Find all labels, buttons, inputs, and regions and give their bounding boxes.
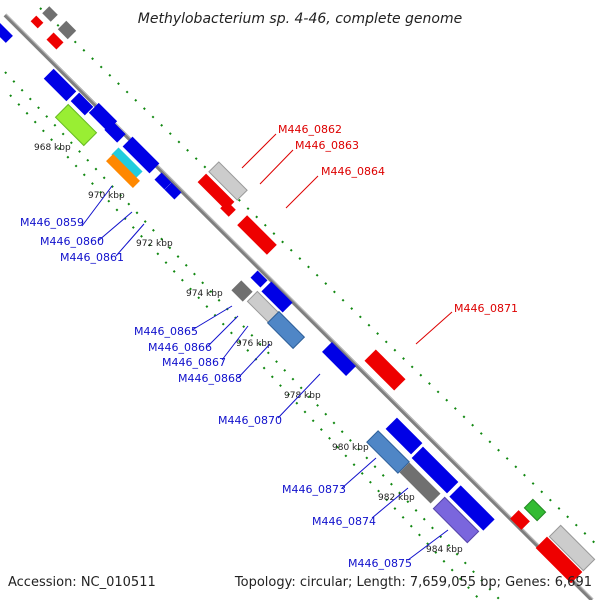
kbp-label: 978 kbp bbox=[284, 391, 321, 401]
leader-line bbox=[237, 343, 271, 379]
gene-label[interactable]: M446_0864 bbox=[321, 165, 385, 178]
gene-feature[interactable] bbox=[88, 102, 118, 132]
leader-line bbox=[341, 457, 377, 489]
kbp-label: 976 kbp bbox=[236, 339, 273, 349]
gene-label[interactable]: M446_0874 bbox=[312, 515, 376, 528]
gene-feature[interactable] bbox=[46, 32, 64, 50]
gene-feature[interactable] bbox=[535, 536, 583, 584]
feature-group-0862 bbox=[197, 161, 277, 255]
gene-feature[interactable] bbox=[366, 430, 410, 474]
gene-feature[interactable] bbox=[250, 270, 268, 288]
leader-line bbox=[371, 487, 409, 519]
leader-line bbox=[207, 315, 239, 347]
gene-label[interactable]: M446_0868 bbox=[178, 372, 242, 385]
kbp-label: 980 kbp bbox=[332, 443, 369, 453]
map-title: Methylobacterium sp. 4-46, complete geno… bbox=[138, 11, 462, 27]
kbp-label: 968 kbp bbox=[34, 143, 71, 153]
leader-line bbox=[221, 325, 249, 361]
gene-feature[interactable] bbox=[237, 215, 277, 255]
gene-label[interactable]: M446_0873 bbox=[282, 483, 346, 496]
gene-label[interactable]: M446_0860 bbox=[40, 235, 104, 248]
feature-group-left bbox=[43, 68, 182, 200]
leader-line bbox=[241, 133, 277, 169]
gene-feature[interactable] bbox=[364, 349, 406, 391]
feature-group-top bbox=[0, 6, 77, 50]
gene-feature[interactable] bbox=[523, 498, 547, 522]
gene-label[interactable]: M446_0875 bbox=[348, 557, 412, 570]
gene-label[interactable]: M446_0871 bbox=[454, 302, 518, 315]
leader-line bbox=[277, 373, 321, 419]
gene-feature[interactable] bbox=[57, 20, 77, 40]
gene-feature[interactable] bbox=[164, 182, 182, 200]
gene-label[interactable]: M446_0870 bbox=[218, 414, 282, 427]
gene-feature[interactable] bbox=[122, 136, 160, 174]
gene-feature[interactable] bbox=[197, 173, 235, 211]
gene-feature[interactable] bbox=[106, 154, 140, 188]
gene-label[interactable]: M446_0859 bbox=[20, 216, 84, 229]
gene-feature[interactable] bbox=[510, 510, 530, 530]
leader-line bbox=[191, 305, 233, 331]
tick-track-inner bbox=[4, 71, 501, 600]
leader-line bbox=[97, 211, 133, 242]
gene-feature[interactable] bbox=[43, 68, 77, 102]
gene-feature[interactable] bbox=[54, 103, 98, 147]
leader-line bbox=[81, 185, 113, 227]
feature-group-lower bbox=[366, 417, 596, 584]
gene-feature[interactable] bbox=[111, 147, 143, 179]
gene-labels-blue: M446_0859 M446_0860 M446_0861 M446_0865 … bbox=[20, 185, 449, 570]
gene-feature[interactable] bbox=[432, 496, 480, 544]
leader-line bbox=[115, 223, 145, 257]
tick-tracks bbox=[4, 7, 600, 600]
gene-feature[interactable] bbox=[385, 417, 423, 455]
gene-labels-red: M446_0862 M446_0863 M446_0864 M446_0871 bbox=[241, 123, 518, 345]
kbp-label: 974 kbp bbox=[186, 289, 223, 299]
gene-label[interactable]: M446_0861 bbox=[60, 251, 124, 264]
topology-text: Topology: circular; Length: 7,659,055 bp… bbox=[234, 575, 592, 590]
gene-feature[interactable] bbox=[449, 485, 495, 531]
gene-label[interactable]: M446_0862 bbox=[278, 123, 342, 136]
gene-feature[interactable] bbox=[548, 524, 596, 572]
tick-track-outer bbox=[39, 7, 600, 549]
gene-feature[interactable] bbox=[42, 6, 58, 22]
gene-feature[interactable] bbox=[220, 201, 236, 217]
leader-line bbox=[407, 529, 449, 561]
gene-feature[interactable] bbox=[154, 172, 172, 190]
gene-feature[interactable] bbox=[411, 446, 459, 494]
leader-line bbox=[259, 149, 294, 185]
gene-label[interactable]: M446_0863 bbox=[295, 139, 359, 152]
gene-label[interactable]: M446_0865 bbox=[134, 325, 198, 338]
feature-group-middle bbox=[231, 270, 406, 391]
gene-feature[interactable] bbox=[70, 92, 94, 116]
leader-line bbox=[285, 175, 319, 209]
gene-feature[interactable] bbox=[104, 121, 126, 143]
kbp-label: 972 kbp bbox=[136, 239, 173, 249]
kbp-label: 984 kbp bbox=[426, 545, 463, 555]
gene-label[interactable]: M446_0866 bbox=[148, 341, 212, 354]
gene-feature[interactable] bbox=[30, 15, 44, 29]
leader-line bbox=[415, 311, 453, 345]
gene-feature[interactable] bbox=[322, 342, 356, 376]
accession-text: Accession: NC_010511 bbox=[8, 575, 156, 590]
gene-feature[interactable] bbox=[399, 462, 441, 504]
gene-feature[interactable] bbox=[261, 281, 293, 313]
gene-feature[interactable] bbox=[266, 310, 306, 350]
kbp-label: 970 kbp bbox=[88, 191, 125, 201]
gene-feature[interactable] bbox=[208, 161, 248, 201]
gene-feature[interactable] bbox=[231, 280, 253, 302]
gene-label[interactable]: M446_0867 bbox=[162, 356, 226, 369]
gene-feature[interactable] bbox=[0, 23, 13, 43]
